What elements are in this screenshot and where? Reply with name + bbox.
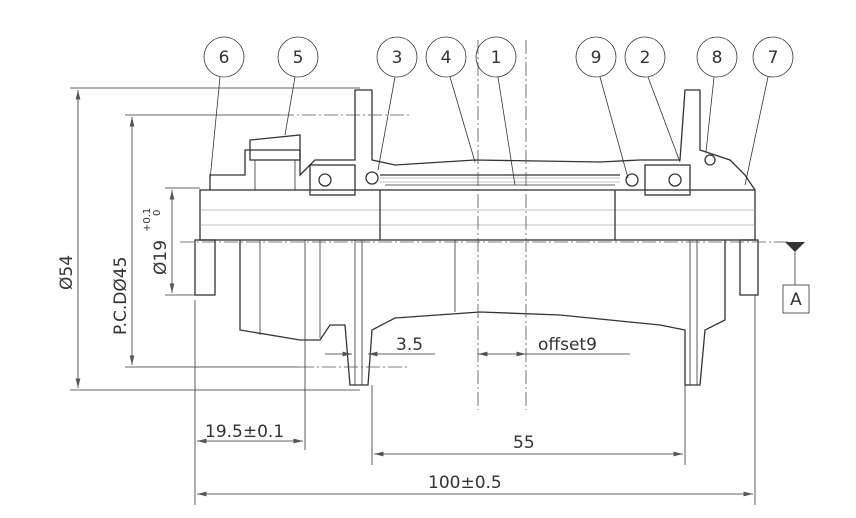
- dim-pcd: P.C.DØ45: [111, 257, 131, 335]
- hub-exterior: [239, 240, 726, 386]
- svg-text:2: 2: [640, 48, 651, 68]
- balloons: 6 5 3 4 1 9 2 8 7: [203, 36, 794, 186]
- balloon-5: 5: [277, 36, 319, 136]
- balloon-9: 9: [575, 36, 629, 179]
- dim-overall-diameter: Ø54: [57, 255, 77, 290]
- dim-flange-offset: 3.5: [396, 335, 423, 355]
- balloon-8: 8: [696, 36, 738, 153]
- dim-bore-tol-lower: 0: [152, 210, 163, 216]
- datum-label: A: [790, 290, 802, 310]
- datum-a: A: [782, 242, 810, 314]
- svg-text:7: 7: [768, 48, 779, 68]
- svg-text:4: 4: [441, 48, 452, 68]
- balloon-3: 3: [376, 36, 418, 171]
- dim-bore-diameter: Ø19: [151, 240, 171, 275]
- dim-overall-length: 100±0.5: [428, 473, 502, 493]
- svg-text:8: 8: [712, 48, 723, 68]
- dimension-lines: [75, 90, 753, 497]
- svg-text:5: 5: [293, 48, 304, 68]
- hub-body: [209, 89, 756, 240]
- dim-left-length: 19.5±0.1: [205, 422, 284, 442]
- svg-text:1: 1: [491, 48, 502, 68]
- balloon-7: 7: [744, 36, 794, 186]
- dim-flange-spacing: 55: [513, 433, 535, 453]
- balloon-1: 1: [475, 36, 517, 186]
- extension-lines: [70, 87, 756, 505]
- balloon-6: 6: [203, 36, 245, 181]
- balloon-4: 4: [425, 36, 476, 163]
- dim-offset: offset9: [538, 335, 597, 355]
- dim-bore-tol-upper: +0.1: [142, 208, 153, 232]
- axle: [194, 189, 759, 296]
- balloon-2: 2: [624, 36, 681, 163]
- svg-text:3: 3: [392, 48, 403, 68]
- svg-text:9: 9: [591, 48, 602, 68]
- svg-text:6: 6: [219, 48, 230, 68]
- center-lines: [180, 40, 790, 410]
